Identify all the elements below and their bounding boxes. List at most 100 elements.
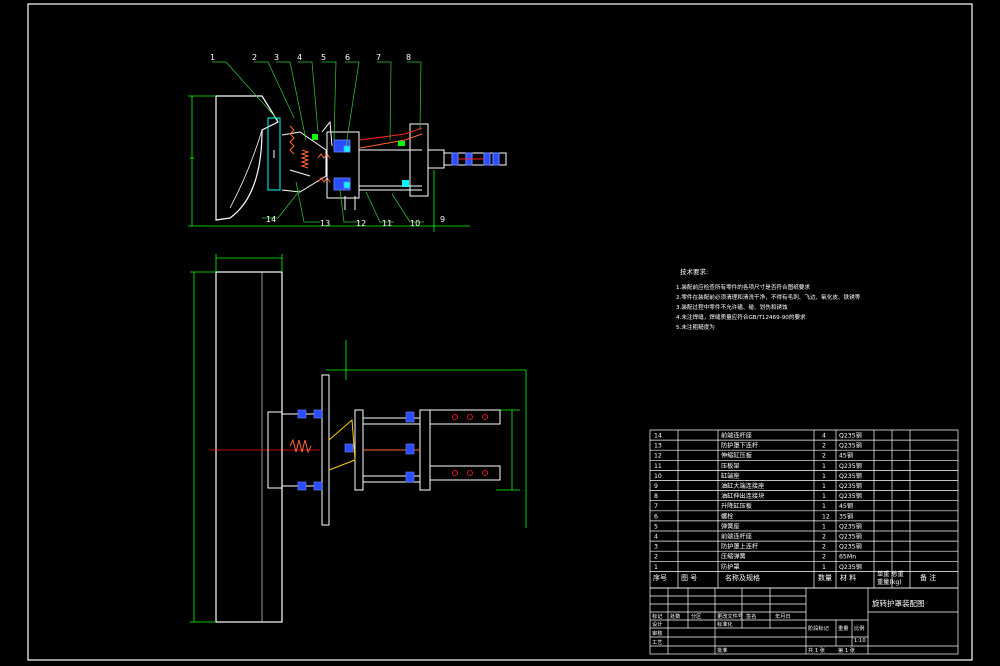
plan-view [190,254,527,623]
bom-row-material: Q235钢 [839,533,862,541]
callout-7: 7 [376,53,381,62]
drawing-frame [27,3,973,661]
callout-9: 9 [440,215,445,224]
bom-row-no: 5 [654,523,658,530]
callout-5: 5 [321,53,326,62]
plan-bolts [297,409,415,491]
bom-header-weight-unit: 重量(kg) [877,578,902,586]
bom-row-material: Q235钢 [839,442,862,450]
callout-13: 13 [320,219,330,228]
output-shaft [427,149,507,169]
hydraulic-cylinder [333,139,351,191]
bom-row-no: 1 [654,564,658,571]
bom-row-name: 升降缸压板 [721,502,752,510]
bom-row-name: 防护罩下连杆 [721,442,758,450]
bom-row-name: 油缸大端连接座 [721,482,764,490]
bom-row-no: 2 [654,554,658,561]
bom-row-qty: 2 [822,443,826,450]
tb-label: 标准化 [717,620,733,628]
tb-label: 更改文件号 [717,612,743,620]
bom-row-qty: 1 [822,523,826,530]
bom-row-qty: 1 [822,564,826,571]
bom-row-name: 伸缩缸压板 [721,452,752,460]
bom-row-no: 7 [654,503,658,510]
title-grid [649,587,959,655]
bom-row-qty: 2 [822,453,826,460]
callout-14: 14 [266,215,276,224]
plan-springs [289,438,312,454]
bom-row-material: Q235钢 [839,432,862,440]
tb-label: 重量 [838,624,848,632]
bom-row-qty: 1 [822,473,826,480]
bom-row-qty: 1 [822,503,826,510]
tb-label: 比例 [854,624,864,632]
bom-row-material: Q235钢 [839,543,862,551]
plan-guard [215,271,283,623]
callout-11: 11 [382,219,392,228]
bom-header-material: 材 料 [840,573,856,582]
callout-3: 3 [274,53,279,62]
tb-label: 签名 [746,612,756,620]
bom-row-no: 13 [654,443,662,450]
callout-12: 12 [356,219,366,228]
drawing-title: 旋转护罩装配图 [872,598,925,608]
bom-row-material: Q235钢 [839,472,862,480]
guard-outline [215,95,279,221]
note-line: 4.未注焊缝，焊缝质量应符合GB/T12469-90的要求 [676,313,806,321]
bom-row-no: 6 [654,513,658,520]
accent-marks [312,134,409,187]
bom-row-name: 前端连杆座 [721,432,752,440]
plan-holes [452,414,488,476]
technical-notes: 技术要求: 1.装配前应检查所有零件的各项尺寸是否符合图纸要求 2.零件在装配前… [676,267,861,331]
tb-label: 分区 [691,612,701,620]
bom-row-name: 防护罩上连杆 [721,543,758,551]
bom-row-no: 3 [654,544,658,551]
bom-row-qty: 2 [822,544,826,551]
note-line: 3.装配过程中零件不允许磕、碰、划伤和锈蚀 [676,303,788,311]
callout-10: 10 [410,219,420,228]
bom-row-material: Q235钢 [839,482,862,490]
callout-6: 6 [345,53,350,62]
note-line: 1.装配前应检查所有零件的各项尺寸是否符合图纸要求 [676,283,810,291]
bom-row-no: 8 [654,493,658,500]
bom-header-code: 图 号 [681,574,697,582]
bom-row-qty: 12 [822,513,830,520]
tb-scale: 1:10 [854,638,866,644]
bom-row-material: Q235钢 [839,492,862,500]
bom-grid [649,429,959,589]
leader-lines [212,61,424,223]
note-line: 5.未注粗糙度为 [676,323,715,331]
bom-header-weight: 单重 总重 [877,570,904,578]
bom-row-qty: 1 [822,493,826,500]
bom-row-no: 11 [654,463,662,470]
notes-title: 技术要求: [680,267,708,276]
title-labels: 标记 处数 分区 更改文件号 签名 年月日 设计 标准化 阶段标记 重量 比例 … [652,612,866,654]
bom-row-name: 油缸伸出连接块 [721,492,764,500]
bom-row-material: Q235钢 [839,522,862,530]
front-plate [267,117,333,193]
bom-row-material: 45钢 [839,502,853,510]
bom-row-name: 压板架 [721,462,740,470]
bom-row-qty: 2 [822,554,826,561]
guard-dimension [188,95,470,232]
title-block: 标记 处数 分区 更改文件号 签名 年月日 设计 标准化 阶段标记 重量 比例 … [649,587,959,655]
bom-row-name: 螺栓 [721,512,733,520]
bom-header: 序号 图 号 名称及规格 数量 材 料 单重 总重 重量(kg) 备 注 [653,570,936,586]
bom-row-name: 防护罩 [721,563,740,571]
bom-row-name: 压缩弹簧 [721,553,746,561]
bom-row-material: Q235钢 [839,462,862,470]
tb-label: 标记 [652,612,662,620]
mid-frame [326,123,429,210]
bom-header-qty: 数量 [818,573,832,582]
bom-row-no: 10 [654,473,662,480]
side-view: 1 2 3 4 5 6 7 8 9 10 11 12 13 14 [188,53,507,232]
bom-row-qty: 4 [822,433,826,440]
spring [289,125,331,183]
plan-dimensions [190,254,527,623]
tb-label: 阶段标记 [808,624,829,632]
bom-row-name: 缸端座 [721,472,740,480]
bom-row-material: 65Mn [839,554,856,561]
